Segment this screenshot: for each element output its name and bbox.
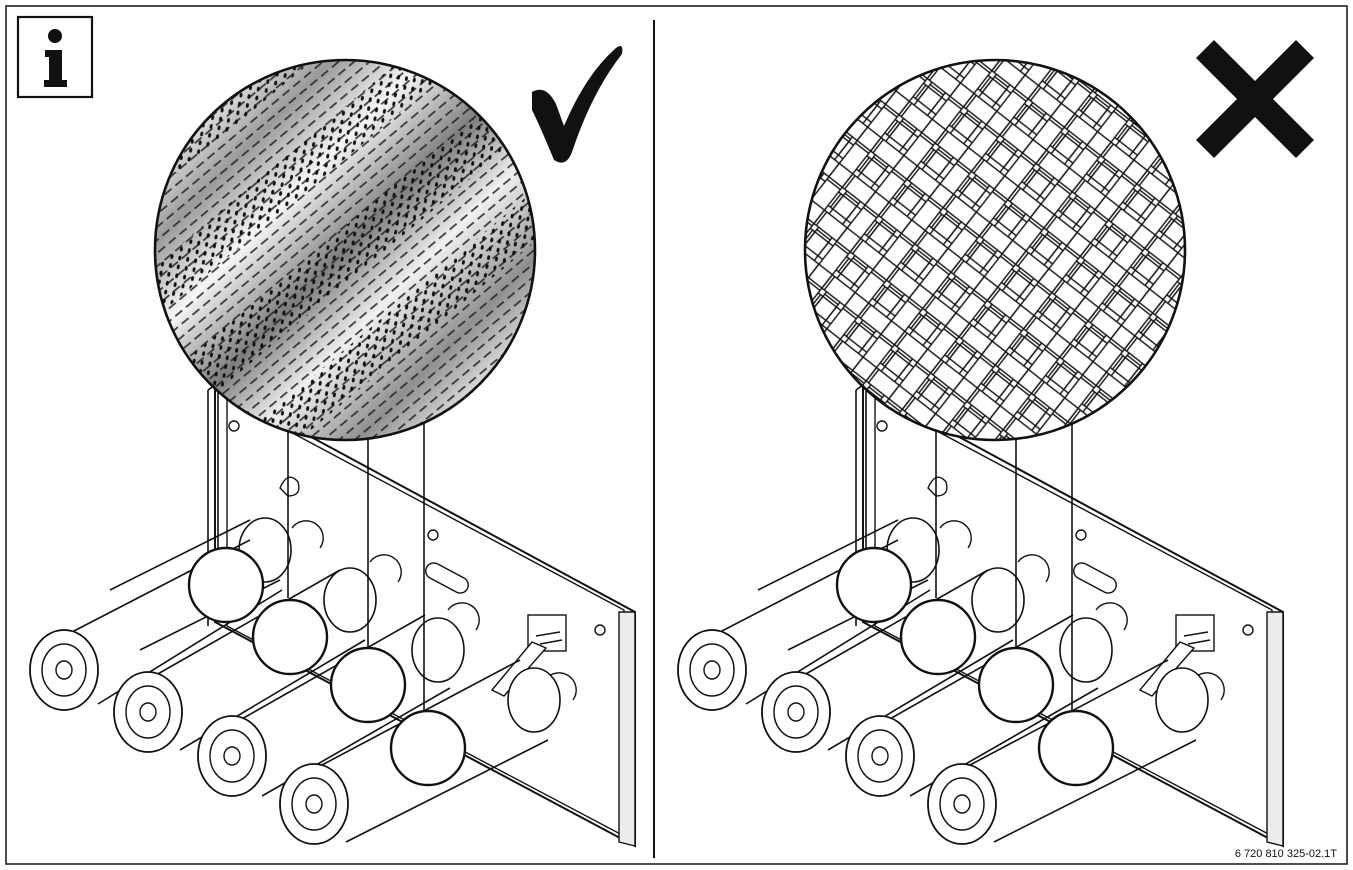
cross-icon [1196, 40, 1314, 158]
info-icon [16, 15, 94, 99]
woven-mesh-inset [803, 58, 1187, 442]
figure-frame [5, 5, 1348, 865]
correct-panel [28, 46, 637, 848]
checkmark-icon [532, 46, 623, 163]
figure-id-label: 6 720 810 325-02.1T [1234, 848, 1337, 860]
incorrect-panel [676, 370, 1285, 848]
perforated-sheet-inset [153, 58, 537, 442]
